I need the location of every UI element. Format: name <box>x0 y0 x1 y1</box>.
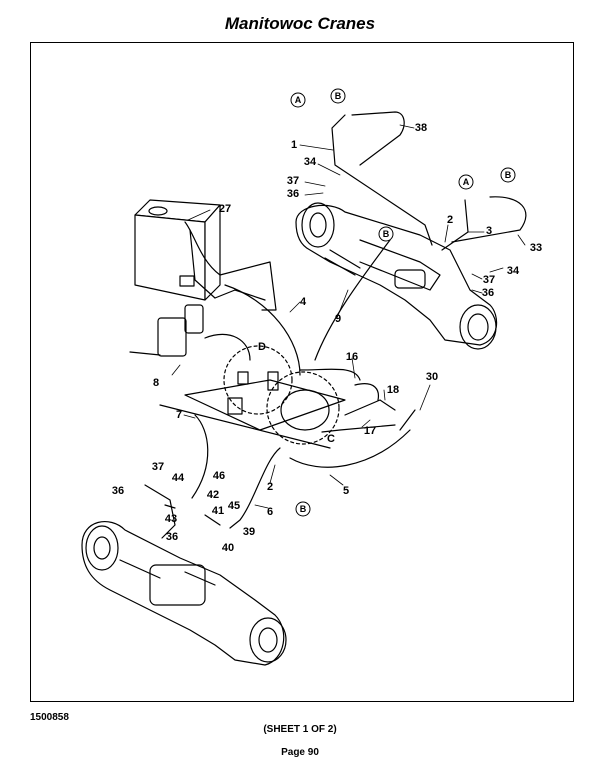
callout-6: 6 <box>267 506 273 518</box>
callout-5: 5 <box>343 485 349 497</box>
callout-37-left: 37 <box>152 461 164 473</box>
callout-2-bottom: 2 <box>267 481 273 493</box>
callout-36-top: 36 <box>287 188 299 200</box>
figure-number: 1500858 <box>30 712 69 723</box>
callout-36-right: 36 <box>482 287 494 299</box>
callout-46: 46 <box>213 470 225 482</box>
leader-lines <box>171 124 526 509</box>
callout-43: 43 <box>165 513 177 525</box>
callout-37-top: 37 <box>287 175 299 187</box>
callout-38: 38 <box>415 122 427 134</box>
sheet-label: (SHEET 1 OF 2) <box>263 724 337 735</box>
callout-42: 42 <box>207 489 219 501</box>
callout-33: 33 <box>530 242 542 254</box>
detail-circle-d <box>223 345 293 415</box>
diagram-frame <box>30 42 574 702</box>
callout-34-right: 34 <box>507 265 520 277</box>
connector-markers <box>290 88 516 517</box>
connector-a-2: A <box>463 177 470 187</box>
callout-39: 39 <box>243 526 255 538</box>
callout-7: 7 <box>176 409 182 421</box>
detail-letter-d: D <box>258 341 266 353</box>
callout-8: 8 <box>153 377 159 389</box>
callout-17: 17 <box>364 425 376 437</box>
valve-assembly <box>184 371 346 431</box>
front-axle <box>295 202 498 350</box>
hydraulic-lines <box>129 111 527 539</box>
connector-b-2: B <box>505 170 512 180</box>
hydraulic-tank <box>134 199 221 301</box>
callout-16: 16 <box>346 351 358 363</box>
detail-circle-c <box>266 371 340 445</box>
page-title: Manitowoc Cranes <box>224 14 376 33</box>
page-number: Page 90 <box>281 747 319 758</box>
connector-b-1: B <box>335 91 342 101</box>
detail-letter-c: C <box>327 433 335 445</box>
connector-a-1: A <box>295 95 302 105</box>
callout-3: 3 <box>486 225 492 237</box>
callout-2-top: 2 <box>447 214 453 226</box>
callout-36-lower: 36 <box>166 531 178 543</box>
callout-34-top: 34 <box>304 156 317 168</box>
callout-27: 27 <box>219 203 231 215</box>
callout-44: 44 <box>172 472 185 484</box>
callout-37-right: 37 <box>483 274 495 286</box>
callout-41: 41 <box>212 505 224 517</box>
callout-36-left: 36 <box>112 485 124 497</box>
callout-30: 30 <box>426 371 438 383</box>
rear-axle <box>81 521 287 666</box>
filter <box>184 304 204 334</box>
callout-40: 40 <box>222 542 234 554</box>
callout-45: 45 <box>228 500 240 512</box>
connector-b-4: B <box>300 504 307 514</box>
callout-4: 4 <box>300 296 307 308</box>
callout-1: 1 <box>291 139 297 151</box>
callout-9: 9 <box>335 313 341 325</box>
connector-b-3: B <box>383 229 390 239</box>
callout-18: 18 <box>387 384 399 396</box>
